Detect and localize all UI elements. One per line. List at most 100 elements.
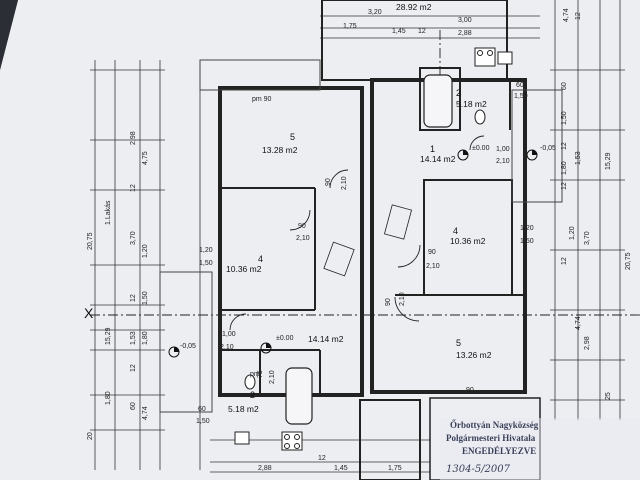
door-label: 1,20 (199, 247, 213, 254)
room-number: 4 (258, 254, 263, 264)
right-dim-labels: 4,74 12 60 1,50 12 1,53 1,80 12 3,70 1,2… (561, 8, 632, 400)
door-label: 2,10 (296, 235, 310, 242)
dim-label: 20,75 (87, 232, 94, 250)
dim-label: 60 (130, 402, 137, 410)
dim-label: 4,75 (142, 151, 149, 165)
level-label: -0,05 (540, 145, 556, 152)
door-label: 2,10 (426, 263, 440, 270)
room-number: 2 (250, 390, 255, 400)
room-number: 1 (430, 144, 435, 154)
bathtub (423, 74, 453, 128)
level-label: ±0.00 (472, 145, 490, 152)
dim-label: 1,53 (130, 331, 137, 345)
level-label: ±0.00 (276, 335, 294, 342)
top-area-label: 28.92 m2 (396, 2, 432, 12)
door-label: 1,00 (222, 331, 236, 338)
dim-label: 12 (561, 257, 568, 265)
dim-label: 4,74 (563, 8, 570, 22)
dim-label: 12 (318, 455, 326, 462)
door-label: pm (250, 371, 260, 378)
room-area: 14.14 m2 (308, 334, 344, 344)
left-dim-labels: 20,75 15,29 1.Lakás 2,98 4,75 12 3,70 1,… (87, 131, 149, 440)
dim-label: 20 (87, 432, 94, 440)
dim-label: 12 (130, 364, 137, 372)
dim-label: 1,45 (334, 465, 348, 472)
door-swings (229, 135, 485, 331)
toilet (474, 109, 486, 125)
door-label: 75 (257, 370, 264, 378)
room-area: 10.36 m2 (226, 264, 262, 274)
stamp-line-2: Polgármesteri Hivatala (446, 433, 536, 443)
dim-label: 1.Lakás (105, 200, 112, 225)
dim-label: 1,75 (343, 23, 357, 30)
dim-label: 2,88 (458, 30, 472, 37)
dim-label: 12 (130, 184, 137, 192)
door-label: 60 (516, 82, 524, 89)
door-label: 1,20 (520, 225, 534, 232)
dim-label: 1,50 (142, 291, 149, 305)
dim-label: 12 (575, 12, 582, 20)
dim-label: 4,74 (575, 316, 582, 330)
door-label: 90 (466, 387, 474, 394)
door-label: 2,10 (341, 176, 348, 190)
dim-label: 1,50 (561, 111, 568, 125)
dim-label: 12 (561, 182, 568, 190)
room-number: 5 (290, 132, 295, 142)
level-markers (168, 149, 538, 358)
dim-label: 3,70 (584, 231, 591, 245)
door-label: 90 (298, 223, 306, 230)
room-area: 13.26 m2 (456, 350, 492, 360)
top-dimension-lines (320, 15, 540, 39)
dim-label: 1,53 (575, 151, 582, 165)
room-area: 5.18 m2 (456, 99, 487, 109)
dim-label: 3,20 (368, 9, 382, 16)
door-label: 1,50 (196, 418, 210, 425)
dim-label: 2,98 (584, 336, 591, 350)
door-label: pm 90 (252, 96, 272, 103)
right-dimension-lines (550, 0, 625, 420)
door-label: 2,10 (220, 344, 234, 351)
room-area: 13.28 m2 (262, 145, 298, 155)
room-number: 2 (456, 88, 461, 98)
handwritten-number: 1304-5/2007 (446, 464, 511, 475)
stamp-line-3: ENGEDÉLYEZVE (462, 446, 536, 456)
stamp-line-1: Őrbottyán Nagyközség (450, 420, 539, 430)
door-label: 1,50 (199, 260, 213, 267)
door-label: 1,00 (496, 146, 510, 153)
dim-label: 1,80 (561, 161, 568, 175)
bathtub (285, 367, 313, 425)
door-label: 2,10 (399, 292, 406, 306)
door-label: 1,50 (514, 93, 528, 100)
dim-label: 3,70 (130, 231, 137, 245)
room-area: 14.14 m2 (420, 154, 456, 164)
door-label: 90 (428, 249, 436, 256)
terraces (159, 59, 563, 413)
dim-label: 4,74 (142, 406, 149, 420)
dim-label: 1,20 (569, 226, 576, 240)
door-label: 2,10 (269, 370, 276, 384)
dim-label: 2,98 (130, 131, 137, 145)
room-area: 10.36 m2 (450, 236, 486, 246)
dim-label: 15,29 (605, 152, 612, 170)
dim-label: 60 (561, 82, 568, 90)
door-label: 90 (325, 178, 332, 186)
door-label: 90 (385, 298, 392, 306)
dim-label: 1,80 (142, 331, 149, 345)
door-label: 2,10 (496, 158, 510, 165)
dim-label: 12 (418, 28, 426, 35)
door-labels: pm 90 90 2,10 90 2,10 1,00 2,10 1,20 1,5… (196, 82, 534, 425)
dim-label: 1,75 (388, 465, 402, 472)
left-unit-walls (218, 86, 364, 397)
dim-label: 1,20 (142, 244, 149, 258)
door-label: 1,50 (520, 238, 534, 245)
door-label: 60 (198, 406, 206, 413)
dim-label: 2,88 (258, 465, 272, 472)
axis-marker: X (84, 305, 94, 321)
dim-label: 3,00 (458, 17, 472, 24)
level-label: -0,05 (180, 343, 196, 350)
dim-label: 25 (605, 392, 612, 400)
dim-label: 12 (561, 142, 568, 150)
room-number: 4 (453, 226, 458, 236)
dim-label: 20,75 (625, 252, 632, 270)
